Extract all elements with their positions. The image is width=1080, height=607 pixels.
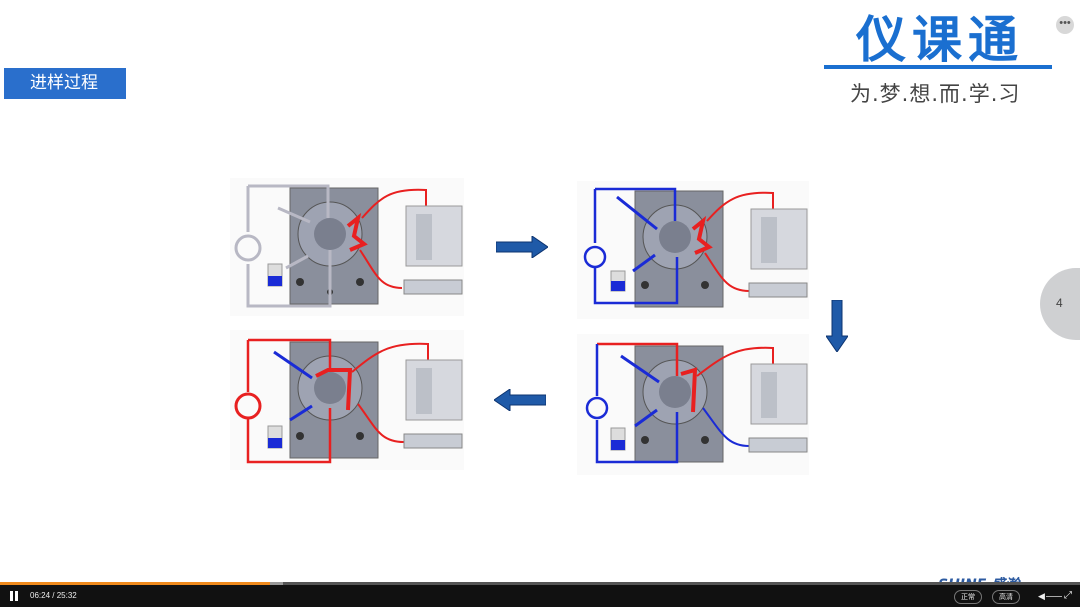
fullscreen-icon[interactable]: ⤢ <box>1064 590 1072 601</box>
player-controls-bar <box>0 585 1080 607</box>
injection-valve-diagram <box>585 342 808 464</box>
injection-valve-diagram <box>234 184 463 308</box>
pause-icon <box>10 591 13 601</box>
diagram-panel-inject-1 <box>577 334 809 475</box>
logo-title: 仪课通 <box>856 11 1024 69</box>
speed-button[interactable]: 正常 <box>954 590 982 604</box>
quality-button[interactable]: 高清 <box>992 590 1020 604</box>
page-indicator[interactable]: 4 <box>1040 268 1080 340</box>
shine-brand-logo: SHINE 盛瀚 <box>938 574 1019 585</box>
time-separator: / <box>50 591 57 600</box>
more-options-button[interactable]: ••• <box>1056 16 1074 34</box>
diagram-panel-inject-2 <box>230 330 464 470</box>
progress-bar[interactable] <box>0 582 1080 585</box>
logo-subtitle: 为.梦.想.而.学.习 <box>850 82 1021 106</box>
logo-underline <box>824 65 1052 69</box>
section-title: 进样过程 <box>4 68 126 99</box>
arrow-right-icon <box>496 236 548 258</box>
current-time: 06:24 <box>30 591 51 600</box>
injection-valve-diagram <box>583 187 808 308</box>
volume-slider[interactable] <box>1046 596 1062 597</box>
brand-cn: 盛瀚 <box>991 577 1020 585</box>
total-time: 25:32 <box>56 591 77 600</box>
injection-valve-diagram <box>234 338 463 464</box>
pause-button[interactable] <box>8 590 20 602</box>
time-display: 06:24 / 25:32 <box>30 591 77 600</box>
arrow-down-icon <box>826 300 848 352</box>
speaker-icon[interactable]: ◀ <box>1038 591 1045 601</box>
slide-canvas: 进样过程 仪课通 为.梦.想.而.学.习 ••• 4 <box>0 0 1080 585</box>
ykt-logo: 仪课通 为.梦.想.而.学.习 <box>820 8 1060 108</box>
arrow-left-icon <box>494 389 546 411</box>
pause-icon <box>15 591 18 601</box>
diagram-panel-load-1 <box>230 178 464 316</box>
progress-fill <box>0 582 270 585</box>
brand-shine: SHINE <box>938 577 987 585</box>
diagram-panel-load-2 <box>577 181 809 319</box>
page-number: 4 <box>1056 296 1063 310</box>
